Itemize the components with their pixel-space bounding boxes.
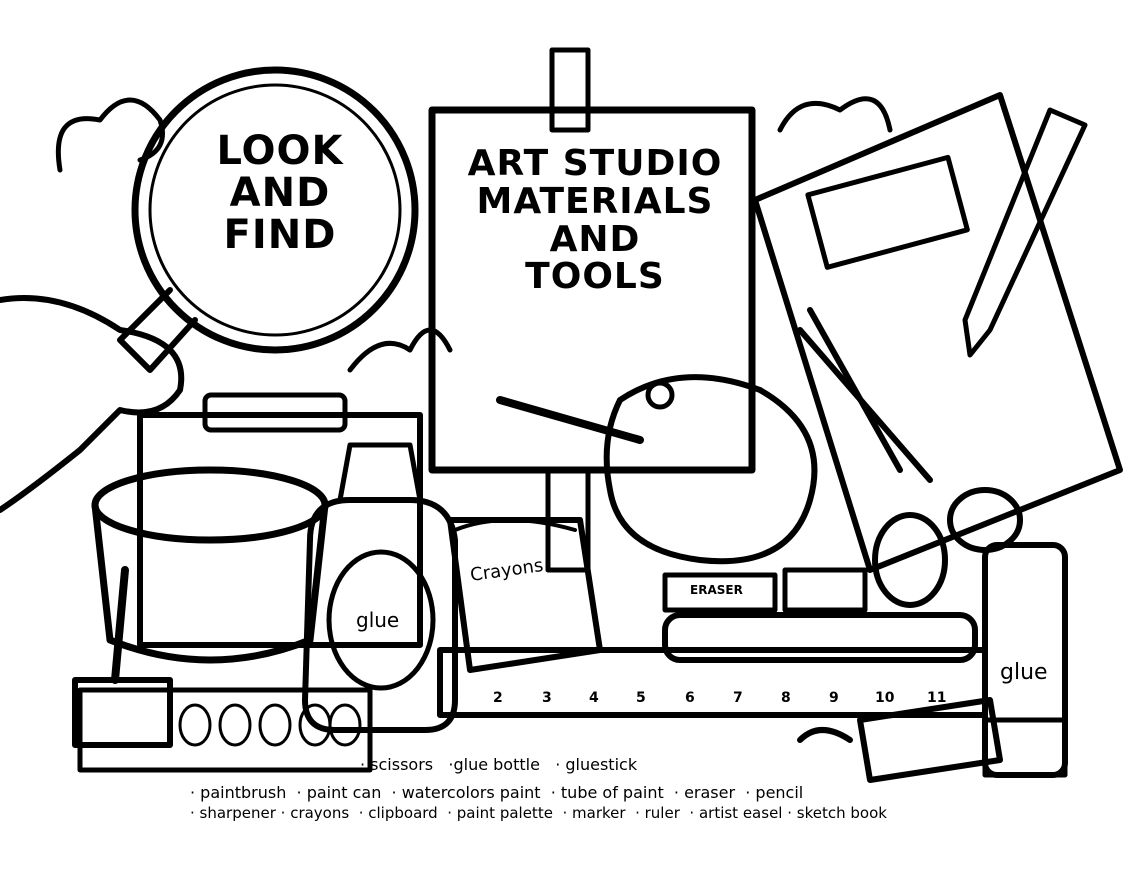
ruler-number: 4 (589, 690, 599, 706)
word-item: · paint palette (447, 804, 553, 822)
word-list-row-2: · paintbrush · paint can · watercolors p… (190, 783, 803, 802)
ruler-number: 3 (542, 690, 552, 706)
subtitle-line: AND (549, 218, 641, 260)
word-list-row-3: · sharpener · crayons · clipboard · pain… (190, 804, 887, 822)
ruler-number: 11 (927, 690, 947, 706)
subtitle-line: MATERIALS (476, 180, 714, 222)
ruler-number: 10 (875, 690, 895, 706)
title-line: LOOK (216, 128, 344, 174)
word-item: ·glue bottle (448, 755, 540, 774)
word-item: · watercolors paint (391, 783, 541, 802)
ruler-number: 7 (733, 690, 743, 706)
art-studio-title: ART STUDIO MATERIALS AND TOOLS (440, 145, 750, 296)
word-item: · sharpener (190, 804, 276, 822)
ruler-number: 2 (493, 690, 503, 706)
easel-canvas (428, 106, 756, 474)
word-item: · eraser (673, 783, 736, 802)
word-item: · gluestick (555, 755, 638, 774)
ruler-number: 5 (636, 690, 646, 706)
look-and-find-title: LOOK AND FIND (180, 130, 380, 256)
magnifier-lens (131, 66, 419, 354)
word-item: · scissors (360, 755, 434, 774)
word-item: · sketch book (787, 804, 887, 822)
title-line: AND (229, 170, 331, 216)
ruler-number: 8 (781, 690, 791, 706)
word-item: · tube of paint (550, 783, 664, 802)
word-list-row-1: · scissors ·glue bottle · gluestick (360, 755, 637, 774)
subtitle-line: ART STUDIO (467, 143, 723, 184)
title-line: FIND (223, 212, 337, 258)
word-item: · clipboard (358, 804, 438, 822)
word-item: · paintbrush (190, 783, 287, 802)
word-item: · marker (562, 804, 626, 822)
subtitle-line: TOOLS (525, 256, 665, 298)
word-item: · paint can (296, 783, 382, 802)
word-item: · crayons (280, 804, 350, 822)
gluestick-label: glue (1000, 660, 1048, 685)
word-item: · ruler (635, 804, 680, 822)
ruler-number: 6 (685, 690, 695, 706)
glue-bottle-label: glue (356, 608, 400, 632)
word-item: · artist easel (689, 804, 783, 822)
word-item: · pencil (745, 783, 804, 802)
ruler-number: 9 (829, 690, 839, 706)
eraser-label: ERASER (690, 583, 743, 597)
